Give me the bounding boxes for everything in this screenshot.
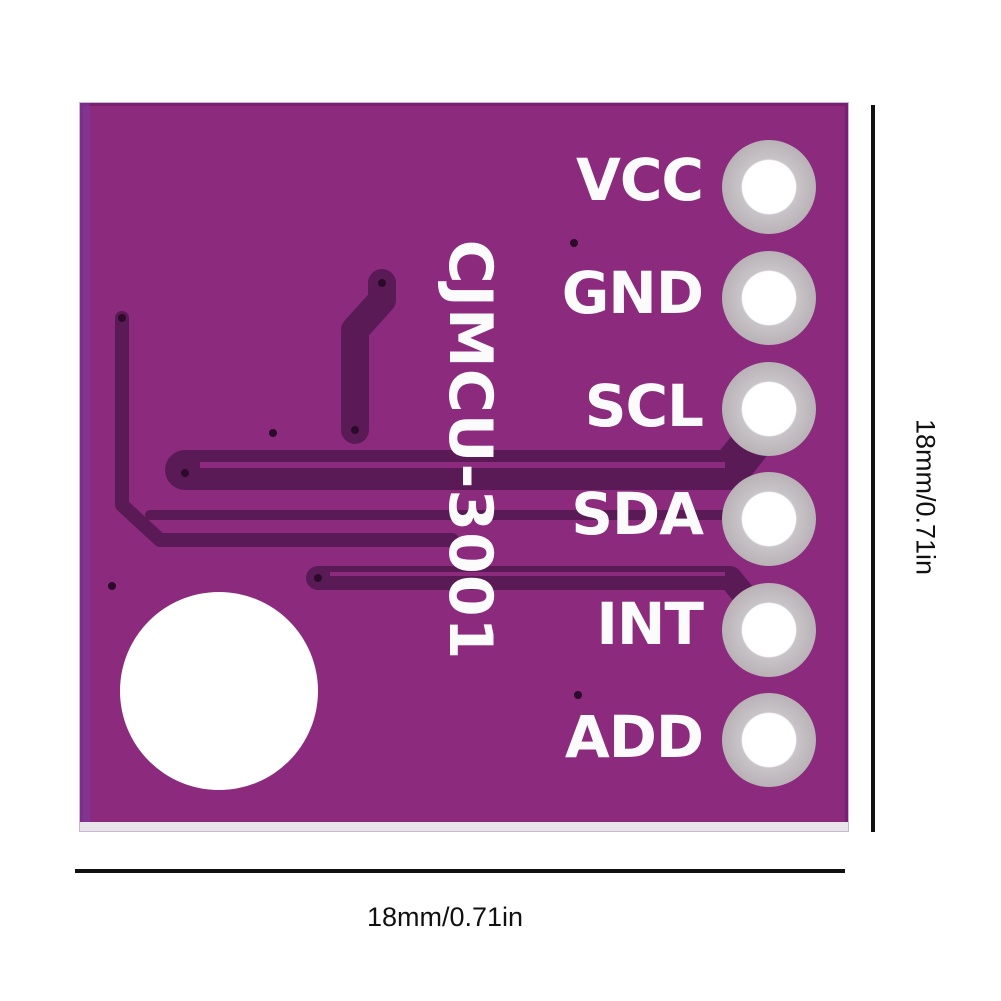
pin-hole-gnd	[722, 251, 816, 345]
height-dimension-label: 18mm/0.71in	[910, 418, 941, 576]
pin-hole-vcc	[722, 140, 816, 234]
pcb-edge	[80, 103, 90, 831]
pcb-edge-bottom	[80, 822, 848, 831]
pin-hole-int	[722, 583, 816, 677]
pin-label-scl: SCL	[584, 372, 704, 440]
pin-hole-scl	[722, 362, 816, 456]
board-model-label: CJMCU-3001	[435, 239, 505, 661]
pin-label-vcc: VCC	[575, 146, 704, 214]
pin-hole-add	[722, 693, 816, 787]
width-dimension-line	[75, 869, 845, 873]
pin-label-gnd: GND	[561, 259, 704, 327]
height-dimension-line	[871, 105, 875, 832]
width-dimension-label: 18mm/0.71in	[366, 902, 524, 932]
mounting-hole	[120, 592, 318, 790]
pin-hole-sda	[722, 472, 816, 566]
pin-label-int: INT	[596, 590, 704, 658]
pin-label-add: ADD	[564, 703, 704, 771]
pin-label-sda: SDA	[571, 480, 704, 548]
